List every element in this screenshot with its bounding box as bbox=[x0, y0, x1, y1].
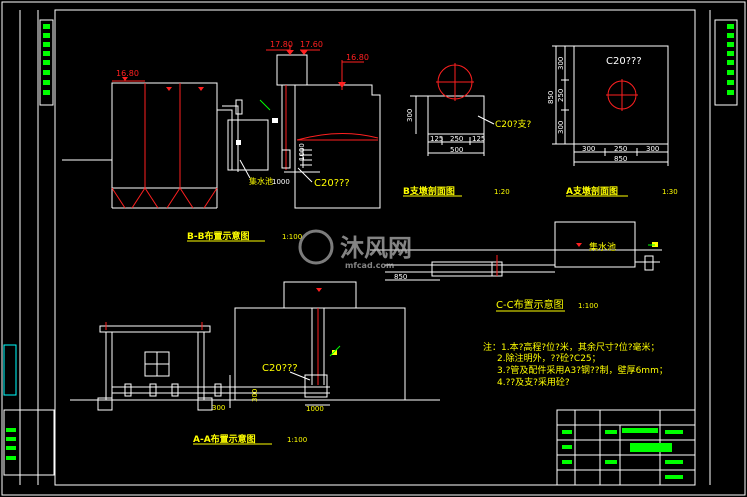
bb-title: B-B布置示意图 bbox=[187, 230, 249, 242]
right-stamp-table bbox=[714, 19, 738, 106]
watermark-url: mfcad.com bbox=[345, 261, 394, 270]
drawing-frame bbox=[54, 9, 696, 486]
b-support-section: 300 125 250 125 500 C20?支? B支墩剖面图 1:20 bbox=[403, 63, 532, 197]
cc-section: 集水池 850 C-C布置示意图 1:100 bbox=[370, 221, 662, 312]
bb-elev-left: 16.80 bbox=[116, 69, 139, 78]
a-dim-w-b: 250 bbox=[614, 145, 627, 153]
a-support-title: A支墩剖面图 bbox=[566, 185, 618, 197]
note-line-2: 2.除注明外，??砼?C25； bbox=[497, 352, 601, 364]
a-dim-h-total: 850 bbox=[547, 91, 555, 104]
cc-title: C-C布置示意图 bbox=[496, 298, 564, 311]
b-dim-b: 250 bbox=[450, 135, 463, 143]
b-dim-c: 125 bbox=[472, 135, 485, 143]
cc-pool-label: 集水池 bbox=[589, 241, 616, 253]
a-dim-w-a: 300 bbox=[582, 145, 595, 153]
design-notes: 注：1.本?高程?位?米，其余尺寸?位?毫米； 2.除注明外，??砼?C25； … bbox=[483, 341, 668, 388]
bb-pool-label: 集水池 bbox=[249, 176, 273, 186]
a-support-section: C20??? 300 250 300 850 300 250 300 850 A… bbox=[547, 45, 678, 197]
watermark: 沐风网 mfcad.com bbox=[298, 229, 412, 270]
note-line-1: 注：1.本?高程?位?米，其余尺寸?位?毫米； bbox=[483, 341, 659, 353]
aa-scale: 1:100 bbox=[287, 436, 307, 444]
aa-dim-b: 300 bbox=[212, 404, 225, 412]
left-stamp-table bbox=[3, 19, 55, 476]
a-dim-w-c: 300 bbox=[646, 145, 659, 153]
bb-scale: 1:100 bbox=[282, 233, 302, 241]
bb-elev-top-b: 17.60 bbox=[300, 40, 323, 49]
a-dim-top: 300 bbox=[557, 57, 565, 70]
cc-scale: 1:100 bbox=[578, 302, 598, 310]
b-dim-height: 300 bbox=[406, 109, 414, 122]
aa-section: C20??? 300 300 1000 A-A布置示意图 1:100 bbox=[70, 281, 440, 445]
bb-elev-top-a: 17.80 bbox=[270, 40, 293, 49]
b-support-scale: 1:20 bbox=[494, 188, 510, 196]
note-line-3: 3.?管及配件采用A3?钢??制，壁厚6mm； bbox=[497, 364, 668, 376]
title-block bbox=[556, 409, 696, 486]
watermark-logo-icon bbox=[298, 229, 334, 265]
a-dim-mid: 250 bbox=[557, 89, 565, 102]
watermark-brand: 沐风网 bbox=[340, 234, 412, 262]
a-support-scale: 1:30 bbox=[662, 188, 678, 196]
note-line-4: 4.??及支?采用砼? bbox=[497, 376, 570, 388]
b-dim-a: 125 bbox=[430, 135, 443, 143]
aa-dim-a: 300 bbox=[251, 389, 259, 402]
bb-dim: 1000 bbox=[272, 178, 290, 186]
aa-concrete-label: C20??? bbox=[262, 363, 298, 374]
b-concrete-label: C20?支? bbox=[495, 118, 532, 130]
a-concrete-label: C20??? bbox=[606, 56, 642, 67]
aa-title: A-A布置示意图 bbox=[193, 433, 256, 445]
bb-section: 1000 16.80 17.80 17.60 16.80 C20??? 集水池 … bbox=[62, 40, 381, 242]
cc-dim-a: 850 bbox=[394, 273, 407, 281]
a-dim-w-total: 850 bbox=[614, 155, 627, 163]
bb-elev-right: 16.80 bbox=[346, 53, 369, 62]
bb-concrete-label: C20??? bbox=[314, 178, 350, 189]
b-support-title: B支墩剖面图 bbox=[403, 185, 455, 197]
b-dim-total: 500 bbox=[450, 146, 463, 154]
bb-dim-vertical: 1000 bbox=[298, 143, 306, 161]
a-dim-bot: 300 bbox=[557, 121, 565, 134]
aa-dim-c: 1000 bbox=[306, 405, 324, 413]
